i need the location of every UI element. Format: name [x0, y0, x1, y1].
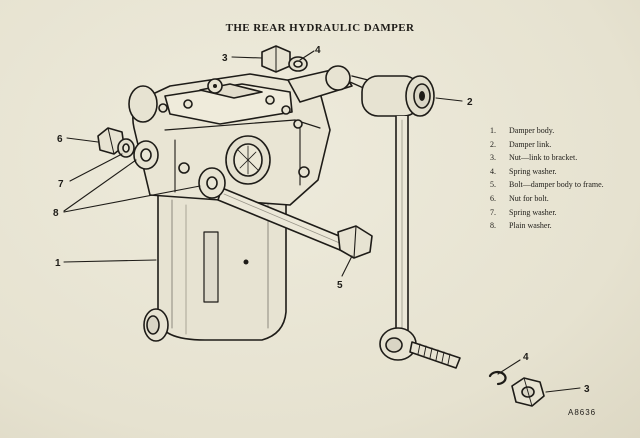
callout-3-bottom: 3: [584, 384, 590, 395]
plain-washer-upper: [133, 140, 159, 170]
callout-1: 1: [55, 258, 61, 269]
damper-link: [349, 75, 461, 369]
loose-spring-washer: [488, 370, 507, 386]
parts-legend: 1.Damper body. 2.Damper link. 3.Nut—link…: [490, 124, 635, 233]
damper-body: [143, 195, 287, 342]
leader-lines: [63, 50, 581, 393]
legend-item: 7.Spring washer.: [490, 207, 557, 217]
callout-2: 2: [467, 97, 473, 108]
callout-4-top: 4: [315, 45, 321, 56]
loose-nut: [511, 377, 545, 407]
legend-item: 3.Nut—link to bracket.: [490, 153, 578, 163]
damper-housing: [128, 73, 331, 206]
callout-4-bottom: 4: [523, 352, 529, 363]
callout-5: 5: [337, 280, 343, 291]
legend-item: 6.Nut for bolt.: [490, 193, 549, 203]
top-spring-washer: [288, 56, 308, 72]
left-spring-washer: [117, 138, 135, 158]
legend-item: 2.Damper link.: [490, 139, 552, 149]
callout-3-top: 3: [222, 53, 228, 64]
frame-bolt: [217, 187, 373, 259]
legend-item: 5.Bolt—damper body to frame.: [490, 180, 604, 190]
plain-washer-lower: [198, 167, 226, 199]
diagram-title: THE REAR HYDRAULIC DAMPER: [225, 22, 415, 34]
callout-6: 6: [57, 134, 63, 145]
legend-item: 4.Spring washer.: [490, 166, 557, 176]
callout-8: 8: [53, 208, 59, 219]
legend-item: 8.Plain washer.: [490, 221, 552, 231]
damper-arm: [287, 65, 353, 103]
callout-7: 7: [58, 179, 64, 190]
top-nut: [261, 45, 291, 73]
reference-code: A8636: [568, 408, 597, 417]
legend-item: 1.Damper body.: [490, 126, 555, 135]
